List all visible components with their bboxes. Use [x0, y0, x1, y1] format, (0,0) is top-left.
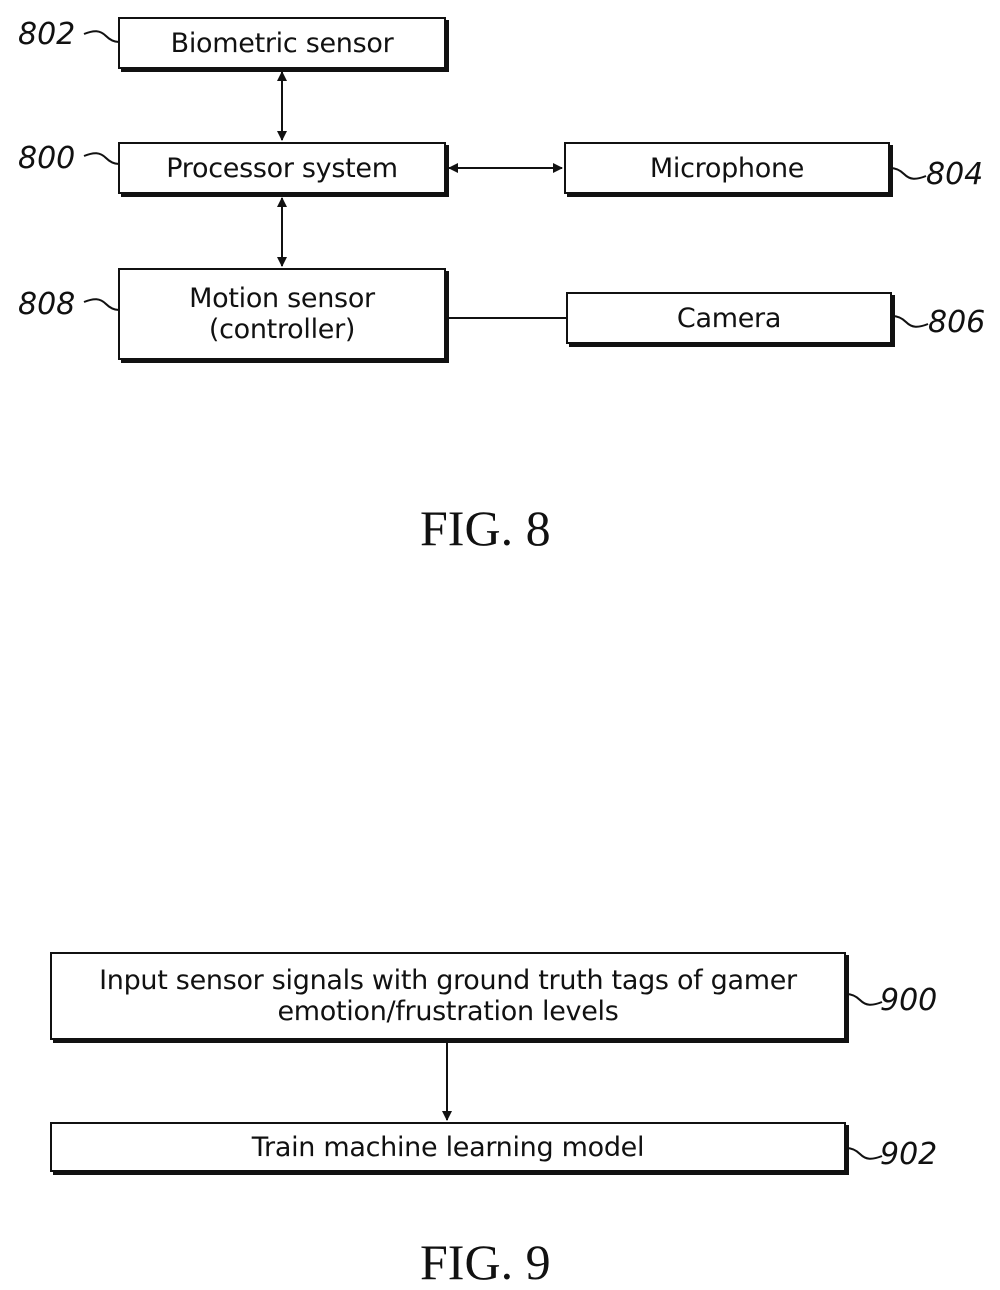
camera-box: Camera [566, 292, 892, 344]
ref-806: 806 [928, 306, 985, 340]
ref-808: 808 [18, 288, 75, 322]
leader-806 [892, 316, 928, 327]
motion-sensor-label-line2: (controller) [209, 314, 355, 345]
microphone-label: Microphone [650, 153, 804, 184]
leader-902 [846, 1148, 882, 1159]
motion-sensor-label-line1: Motion sensor [189, 283, 375, 314]
leader-804 [890, 168, 926, 179]
processor-system-box: Processor system [118, 142, 446, 194]
biometric-sensor-box: Biometric sensor [118, 17, 446, 69]
input-sensor-signals-line2: emotion/frustration levels [277, 996, 618, 1027]
input-sensor-signals-box: Input sensor signals with ground truth t… [50, 952, 846, 1040]
ref-900: 900 [880, 984, 937, 1018]
microphone-box: Microphone [564, 142, 890, 194]
ref-902: 902 [880, 1138, 937, 1172]
train-model-label: Train machine learning model [252, 1132, 644, 1163]
train-model-box: Train machine learning model [50, 1122, 846, 1172]
biometric-sensor-label: Biometric sensor [171, 28, 394, 59]
motion-sensor-box: Motion sensor (controller) [118, 268, 446, 360]
fig9-caption: FIG. 9 [420, 1234, 551, 1290]
fig8-caption: FIG. 8 [420, 500, 551, 556]
ref-802: 802 [18, 18, 75, 52]
input-sensor-signals-line1: Input sensor signals with ground truth t… [99, 965, 797, 996]
processor-system-label: Processor system [166, 153, 397, 184]
leader-800 [84, 153, 119, 164]
leader-802 [84, 31, 119, 42]
leader-900 [846, 994, 882, 1005]
ref-800: 800 [18, 142, 75, 176]
camera-label: Camera [677, 303, 781, 334]
ref-804: 804 [926, 158, 983, 192]
leader-808 [84, 299, 119, 310]
